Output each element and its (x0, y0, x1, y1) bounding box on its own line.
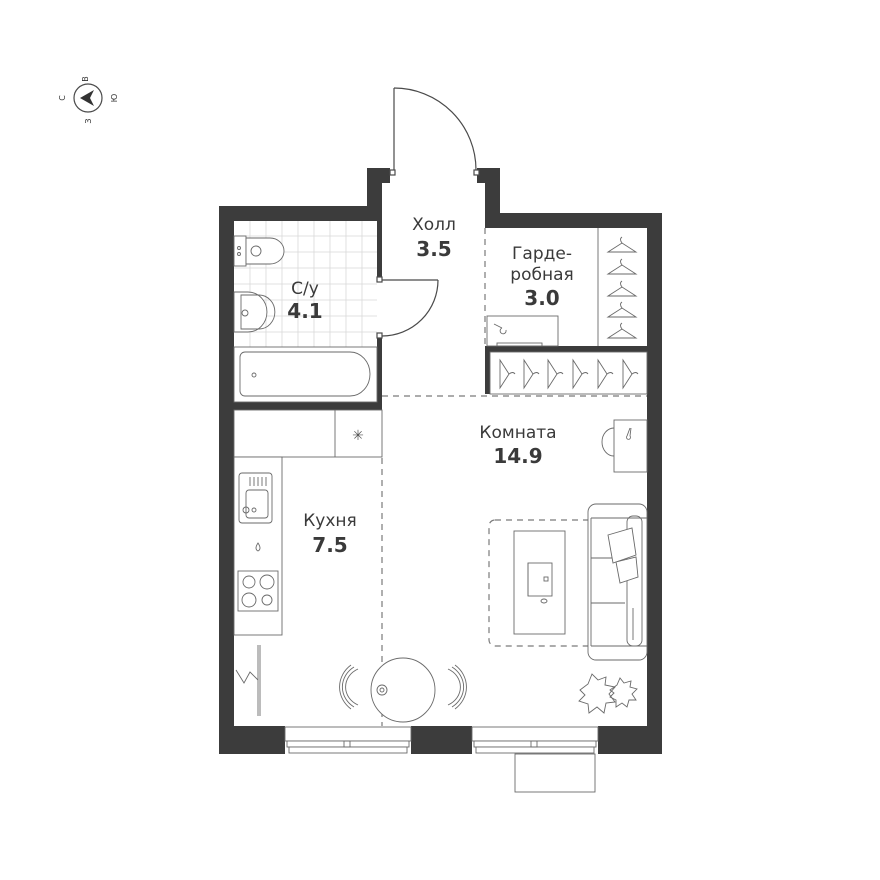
kitchen-counter: ✳ (233, 409, 383, 636)
room-label-room: Комната 14.9 (479, 423, 556, 468)
room-name: Комната (479, 423, 556, 443)
room-name: Холл (412, 215, 456, 235)
room-area: 7.5 (312, 533, 347, 557)
compass-north-label: С (58, 95, 67, 101)
compass-circle (73, 83, 103, 113)
toilet-icon (233, 235, 285, 267)
water-drop-icon (255, 542, 261, 552)
kitchen-sink-icon (238, 472, 273, 524)
wardrobe-rack-vertical (597, 228, 638, 346)
compass-south-label: Ю (110, 93, 119, 102)
room-area: 3.0 (524, 286, 559, 310)
dining-table-icon (339, 657, 467, 723)
window-left (284, 726, 412, 754)
wardrobe-washer-icon (486, 315, 559, 347)
room-label-bathroom: С/у 4.1 (287, 279, 322, 323)
room-label-wardrobe: Гарде- робная 3.0 (510, 244, 573, 310)
bathroom-door (376, 276, 439, 339)
room-name: Кухня (303, 511, 357, 531)
entrance-door (389, 87, 480, 176)
room-area: 14.9 (493, 444, 542, 468)
plant-icon (578, 673, 638, 714)
compass-west-label: З (84, 118, 93, 123)
room-area: 3.5 (416, 237, 451, 261)
carpet (488, 519, 598, 647)
kitchen-window-curtain (235, 645, 261, 716)
laptop-icon (527, 562, 553, 604)
walls (219, 168, 662, 754)
room-name: С/у (291, 279, 319, 299)
room-area: 4.1 (287, 299, 322, 323)
compass-east-label: В (81, 76, 90, 82)
stove-icon (237, 570, 279, 612)
room-label-hall: Холл 3.5 (412, 215, 456, 261)
armchair-side-table (601, 419, 648, 473)
room-label-kitchen: Кухня 7.5 (303, 511, 357, 557)
balcony-step (514, 753, 596, 793)
room-name-line2: робная (510, 265, 573, 285)
bathtub-icon (233, 346, 378, 403)
sink-icon (233, 291, 276, 333)
fridge-snowflake-icon: ✳ (352, 428, 364, 444)
room-name-line1: Гарде- (512, 244, 572, 264)
sofa-icon (587, 503, 648, 661)
coffee-table (513, 530, 566, 635)
window-right (471, 726, 599, 754)
compass: В С Ю З (58, 76, 119, 123)
compass-arrow-icon (80, 90, 94, 106)
wardrobe-rack-horizontal (489, 351, 648, 395)
